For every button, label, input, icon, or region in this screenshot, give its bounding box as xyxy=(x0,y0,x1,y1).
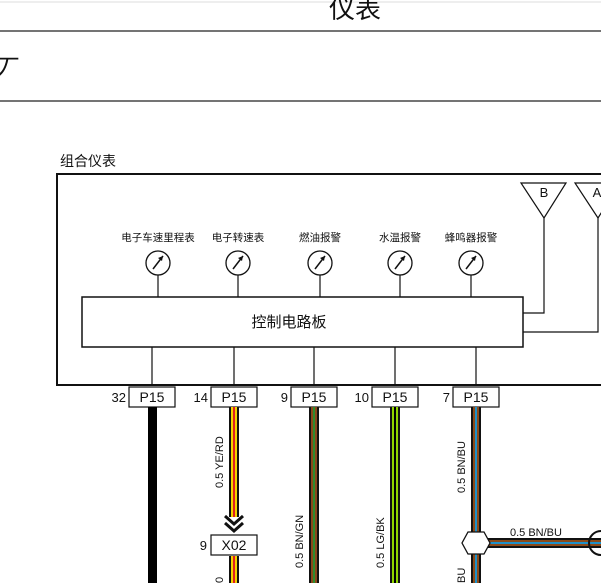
pin-9-connector: 9 P15 xyxy=(281,386,338,408)
wire-bn-gn-label-bg xyxy=(292,505,306,569)
pin-14-number: 14 xyxy=(194,390,208,405)
wire-black xyxy=(148,407,157,583)
pin-10-connector-name: P15 xyxy=(383,389,408,405)
connector-b-line xyxy=(523,218,545,314)
wire-lg-bk-label-bg xyxy=(373,505,387,569)
gauge-buzzer-warning-icon xyxy=(458,250,484,297)
pin-14-connector-name: P15 xyxy=(222,389,247,405)
connector-a-line xyxy=(523,218,599,333)
pin-32-number: 32 xyxy=(112,390,126,405)
wire-bn-gn xyxy=(309,407,319,583)
control-circuit-board-label: 控制电路板 xyxy=(251,313,326,331)
splice-point xyxy=(461,531,491,555)
bottom-bu-label-bg xyxy=(454,562,468,583)
pin-9-number: 9 xyxy=(281,390,288,405)
wire-bn-gn-label: 0.5 BN/GN xyxy=(294,515,306,568)
gauge-label-coolant-warning: 水温报警 xyxy=(379,231,421,244)
pin-10-connector: 10 P15 xyxy=(355,386,419,408)
wire-ye-rd-partial-label: 0 xyxy=(214,577,226,583)
x02-pin-number: 9 xyxy=(200,538,207,553)
subtitle-fragment: 丆 xyxy=(0,55,20,85)
branch-wire-label: 0.5 BN/BU xyxy=(510,527,562,539)
wire-bn-bu-label: 0.5 BN/BU xyxy=(456,441,468,493)
gauge-label-speedometer: 电子车速里程表 xyxy=(121,231,195,244)
wire-ye-rd-label-bg xyxy=(212,425,226,487)
gauge-label-tachometer: 电子转速表 xyxy=(212,231,265,244)
pin-14-connector: 14 P15 xyxy=(194,386,258,408)
gauge-coolant-warning-icon xyxy=(387,250,413,297)
pin-7-connector: 7 P15 xyxy=(443,386,500,408)
connector-a-label: A xyxy=(593,185,601,200)
cluster-enclosure xyxy=(56,173,601,386)
wire-bn-bu-label-bg xyxy=(454,428,468,494)
pin-32-connector: 32 P15 xyxy=(112,386,176,408)
x02-connector-name: X02 xyxy=(222,537,247,553)
wire-lg-bk-label: 0.5 LG/BK xyxy=(375,517,387,568)
control-circuit-board xyxy=(81,296,524,348)
wire-ye-rd xyxy=(229,407,239,583)
gauge-label-fuel-warning: 燃油报警 xyxy=(299,231,341,244)
wire-bn-bu xyxy=(471,407,601,583)
pin-7-connector-name: P15 xyxy=(464,389,489,405)
connector-a: A xyxy=(573,182,601,220)
gauge-label-buzzer-warning: 蜂鸣器报警 xyxy=(445,231,498,244)
wire-ye-rd-label: 0.5 YE/RD xyxy=(214,436,226,488)
pin-9-connector-name: P15 xyxy=(302,389,327,405)
pin-32-connector-name: P15 xyxy=(140,389,165,405)
gauge-fuel-warning-icon xyxy=(307,250,333,297)
x02-connector: 9 X02 xyxy=(200,514,258,556)
cluster-label: 组合仪表 xyxy=(60,154,116,170)
gauge-tachometer-icon xyxy=(225,250,251,297)
pin-7-number: 7 xyxy=(443,390,450,405)
gauge-speedometer-icon xyxy=(145,250,171,297)
pin-10-number: 10 xyxy=(355,390,369,405)
wire-lg-bk xyxy=(390,407,400,583)
bottom-bu-label: BU xyxy=(456,568,468,583)
connector-b: B xyxy=(519,182,568,220)
connector-b-label: B xyxy=(540,185,549,200)
branch-terminal-icon xyxy=(588,530,601,556)
section-title: 仪表 xyxy=(329,0,381,25)
